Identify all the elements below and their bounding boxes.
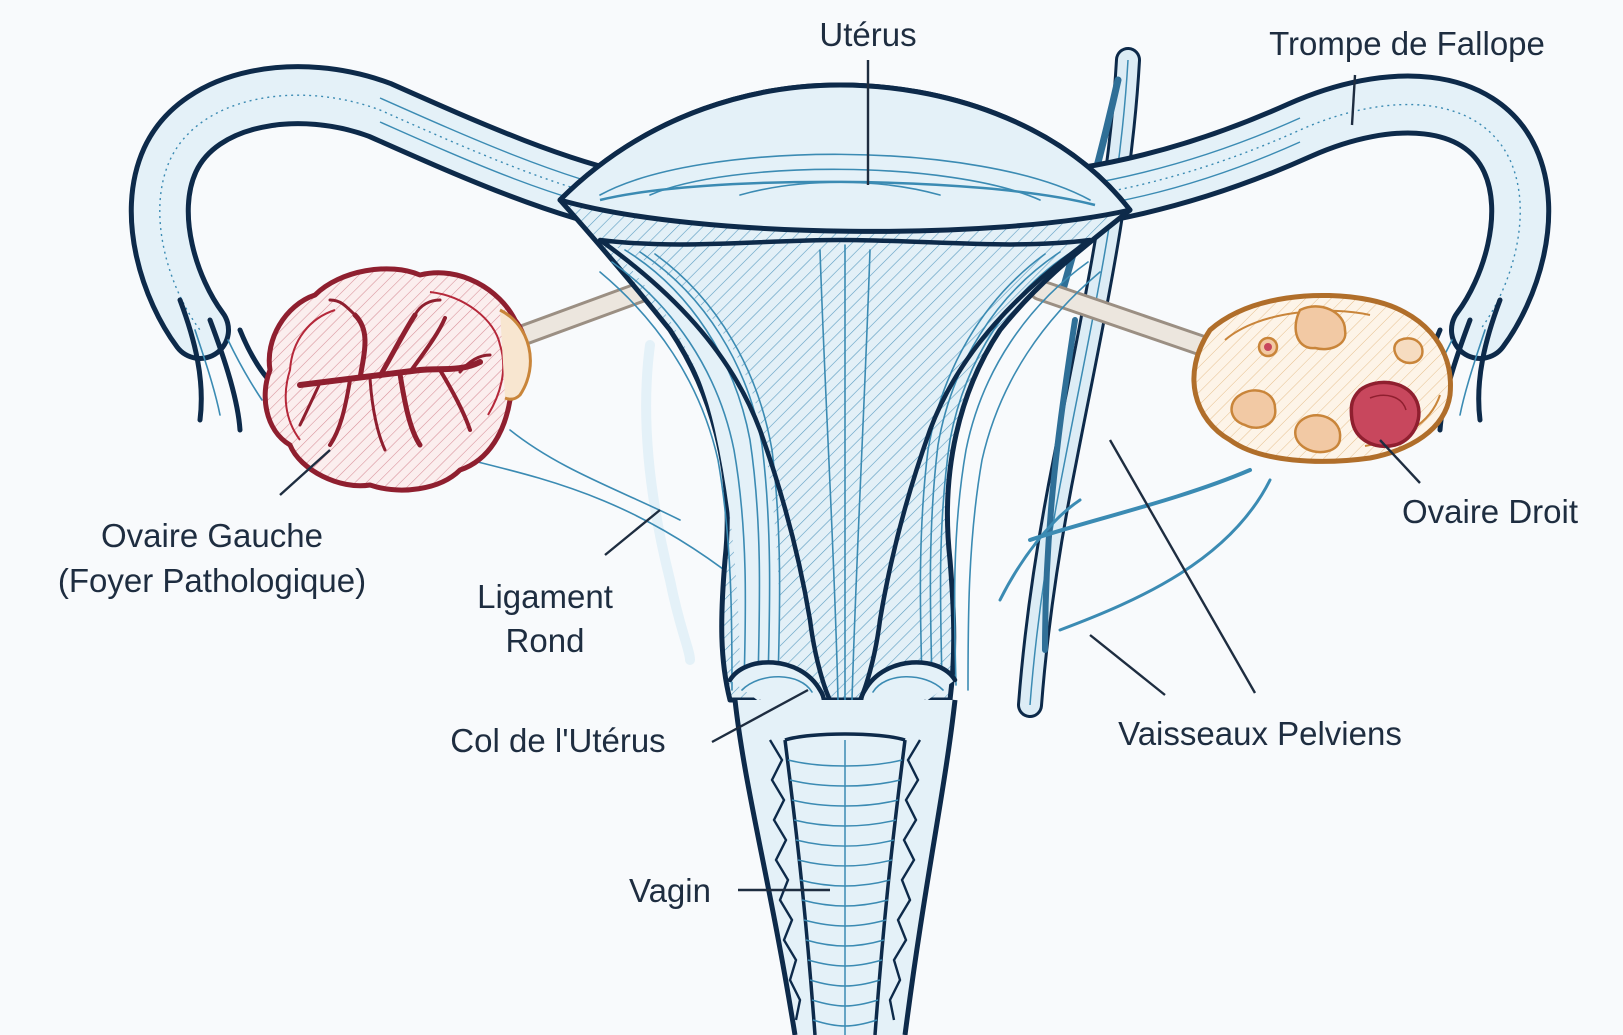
label-pelvic-vessels: Vaisseaux Pelviens [1118,715,1402,752]
label-uterus: Utérus [819,16,916,53]
label-right-ovary: Ovaire Droit [1402,493,1578,530]
label-fallopian-tube: Trompe de Fallope [1269,25,1545,62]
label-left-ovary: Ovaire Gauche [101,517,323,554]
vagina [735,700,955,1035]
label-cervix: Col de l'Utérus [450,722,665,759]
label-round-ligament-2: Rond [506,622,585,659]
label-left-ovary-note: (Foyer Pathologique) [58,562,366,599]
left-ovary [265,269,530,490]
label-vagina: Vagin [629,872,711,909]
label-round-ligament: Ligament [477,578,613,615]
ovarian-lesion [1351,382,1419,446]
right-ovary [1194,295,1451,461]
